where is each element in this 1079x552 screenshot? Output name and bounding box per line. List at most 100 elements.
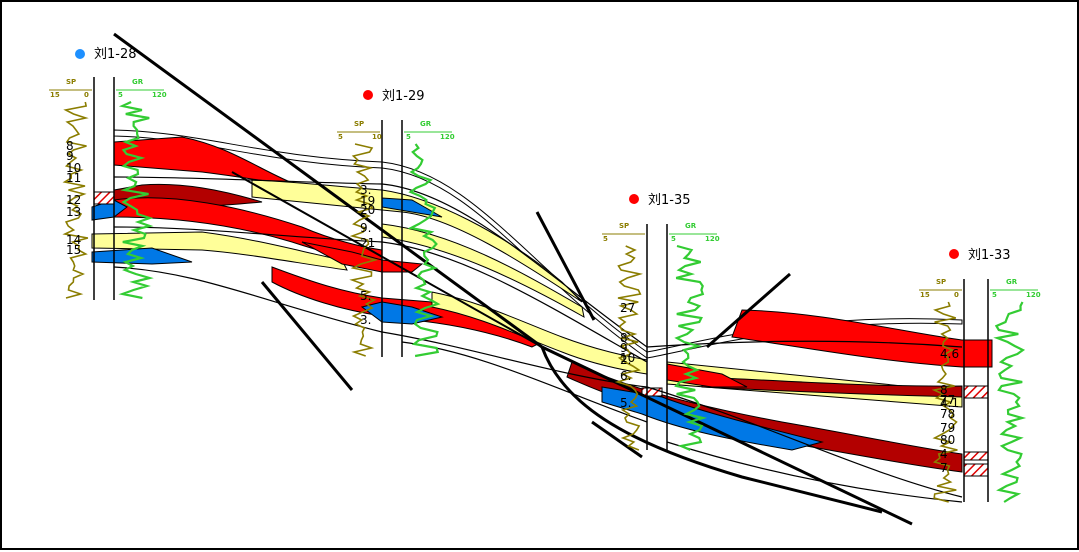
sp-label: SP <box>619 222 629 230</box>
layer-number: 12 <box>66 193 81 207</box>
gr-label: GR <box>685 222 697 230</box>
sp-log-curve <box>931 301 958 503</box>
sp-label: SP <box>66 78 76 86</box>
fault-line-7 <box>591 420 643 459</box>
layer-number: 79 <box>940 421 955 435</box>
sp-scale-right: 10 <box>372 133 382 141</box>
gr-scale-right: 120 <box>1026 291 1041 299</box>
gr-label: GR <box>420 120 432 128</box>
layer-number: 9. <box>360 221 371 235</box>
gr-label: GR <box>1006 278 1018 286</box>
well-name: 刘1-35 <box>648 193 691 208</box>
sp-scale-right: 0 <box>954 291 959 299</box>
fault-line-8 <box>231 171 543 348</box>
hatched-layer-5 <box>963 463 989 477</box>
gr-log-curve <box>674 244 708 452</box>
gr-label: GR <box>132 78 144 86</box>
correlation-line-5 <box>666 441 963 503</box>
oil-band-1 <box>113 136 303 188</box>
layer-number: 5. <box>620 396 631 410</box>
correlation-line-1 <box>113 176 963 348</box>
layer-number: 27 <box>620 301 635 315</box>
hatched-layer-3 <box>963 385 989 399</box>
layer-bodies <box>91 129 993 503</box>
layer-number: 4.1 <box>940 396 959 410</box>
fault-line-6 <box>540 346 883 514</box>
layer-number: 21 <box>360 236 375 250</box>
hatched-layer-1 <box>93 191 115 205</box>
layer-number: 15 <box>66 243 81 257</box>
fault-line-1 <box>113 32 543 349</box>
gr-scale-right: 120 <box>152 91 167 99</box>
gr-scale-left: 5 <box>118 91 123 99</box>
gr-log-curve <box>407 143 441 358</box>
sp-scale-left: 15 <box>50 91 60 99</box>
layer-number: 78 <box>940 407 955 421</box>
layer-number: 8 <box>940 383 948 397</box>
layer-number: 11 <box>66 171 81 185</box>
layer-number: 20 <box>360 203 375 217</box>
layer-number: 8 <box>620 331 628 345</box>
water-band-5 <box>601 386 824 451</box>
layer-number: 5. <box>360 289 371 303</box>
gr-scale-left: 5 <box>671 235 676 243</box>
well-marker-icon <box>75 49 85 59</box>
gr-scale-right: 120 <box>705 235 720 243</box>
layer-number: 3. <box>360 183 371 197</box>
sp-log-curve <box>349 143 379 357</box>
well-marker-icon <box>949 249 959 259</box>
well-name: 刘1-33 <box>968 248 1011 263</box>
layer-number: 9 <box>66 149 74 163</box>
gr-log-curve <box>118 101 154 300</box>
sp-label: SP <box>354 120 364 128</box>
layer-number: 3. <box>360 313 371 327</box>
oil-band-5 <box>731 309 993 368</box>
well-name: 刘1-28 <box>94 47 137 62</box>
layer-number: 14 <box>66 233 81 247</box>
layer-number: 7 <box>940 461 948 475</box>
well-marker-icon <box>363 90 373 100</box>
dark-oil-band-2 <box>701 376 963 398</box>
layer-number: 13 <box>66 205 81 219</box>
sp-log-curve <box>62 101 89 299</box>
layer-number: 4 <box>940 447 948 461</box>
sp-scale-left: 5 <box>603 235 608 243</box>
gr-scale-left: 5 <box>406 133 411 141</box>
oil-band-3 <box>301 241 424 273</box>
layer-number: 9 <box>620 341 628 355</box>
fault-line-4 <box>535 211 596 321</box>
gr-log-curve <box>993 301 1027 503</box>
layer-number: 8 <box>66 139 74 153</box>
layer-number: 10 <box>620 351 635 365</box>
gr-scale-left: 5 <box>992 291 997 299</box>
layer-number: 80 <box>940 433 955 447</box>
sp-scale-right: 0 <box>84 91 89 99</box>
dry-band-1 <box>91 231 348 271</box>
layer-number: 19 <box>360 194 375 208</box>
fault-line-2 <box>541 345 913 526</box>
layer-number: 6. <box>620 369 631 383</box>
fault-line-3 <box>260 281 354 391</box>
layer-number: 4.6 <box>940 347 959 361</box>
sp-label: SP <box>936 278 946 286</box>
sp-scale-left: 15 <box>920 291 930 299</box>
water-band-2 <box>91 247 193 265</box>
layer-number: 2. <box>620 353 631 367</box>
correlation-line-3 <box>113 266 963 498</box>
well-name: 刘1-29 <box>382 89 425 104</box>
fault-line-5 <box>706 272 791 349</box>
sp-scale-left: 5 <box>338 133 343 141</box>
layer-number: 10 <box>66 161 81 175</box>
hatched-layer-4 <box>963 451 989 461</box>
layer-number: 77 <box>940 393 955 407</box>
gr-scale-right: 120 <box>440 133 455 141</box>
sp-log-curve <box>614 245 644 451</box>
well-marker-icon <box>629 194 639 204</box>
